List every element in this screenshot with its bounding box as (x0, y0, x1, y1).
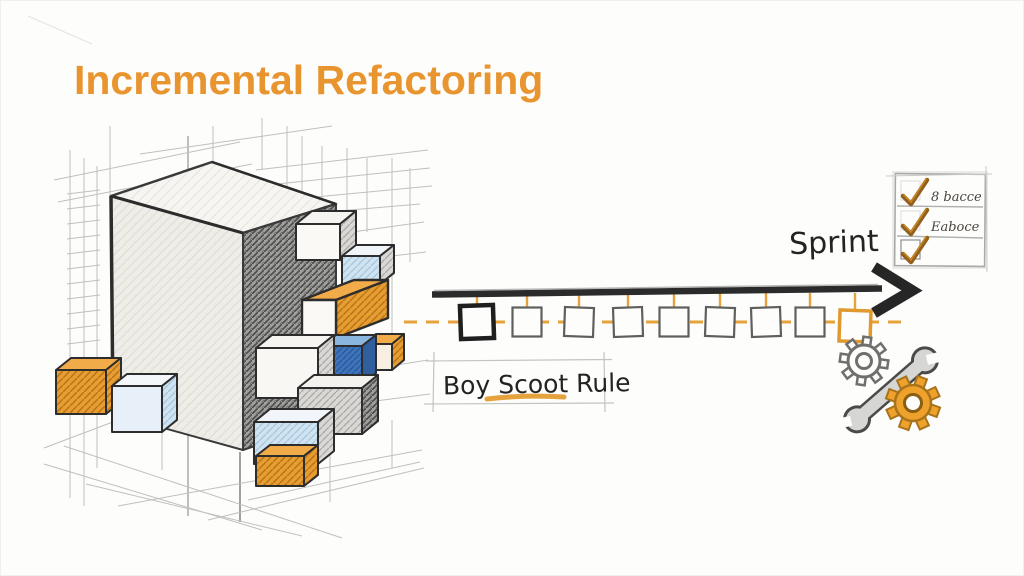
tools-illustration (830, 335, 948, 434)
checkmark-icon (900, 177, 930, 265)
checklist-icon: 8 bacce Eaboce (885, 165, 993, 273)
sprint-steps (457, 293, 873, 344)
page-title: Incremental Refactoring (74, 57, 544, 104)
module-boxes (55, 210, 405, 487)
module-box-lightblue-left (111, 373, 178, 433)
checklist-item-2: Eaboce (930, 220, 980, 235)
timeline-arrow-shaft (431, 285, 883, 298)
sprint-label: Sprint (789, 224, 880, 262)
module-box-orange-left (55, 357, 122, 415)
sprint-step-2 (511, 306, 543, 338)
module-box-lightblue-top (341, 244, 395, 285)
sprint-timeline (404, 262, 923, 344)
module-box-orange-bottom (255, 444, 319, 487)
checklist-item-1: 8 bacce (931, 190, 982, 205)
timeline-arrow-highlight (433, 283, 879, 292)
sprint-step-6 (703, 305, 737, 339)
sprint-step-7 (749, 305, 783, 339)
sprint-step-8 (794, 306, 826, 338)
module-box-gray-top (295, 210, 357, 261)
sprint-step-3 (562, 305, 596, 339)
sprint-step-4 (611, 305, 645, 339)
boy-scout-rule-underline (484, 393, 567, 402)
sprint-step-1 (457, 302, 497, 342)
gear-gray-icon (838, 335, 890, 387)
boy-scout-rule-callout: Boy Scoot Rule (423, 351, 631, 413)
gear-orange-icon (884, 374, 942, 432)
sprint-step-5 (658, 306, 690, 338)
timeline-arrowhead-icon (871, 262, 923, 318)
